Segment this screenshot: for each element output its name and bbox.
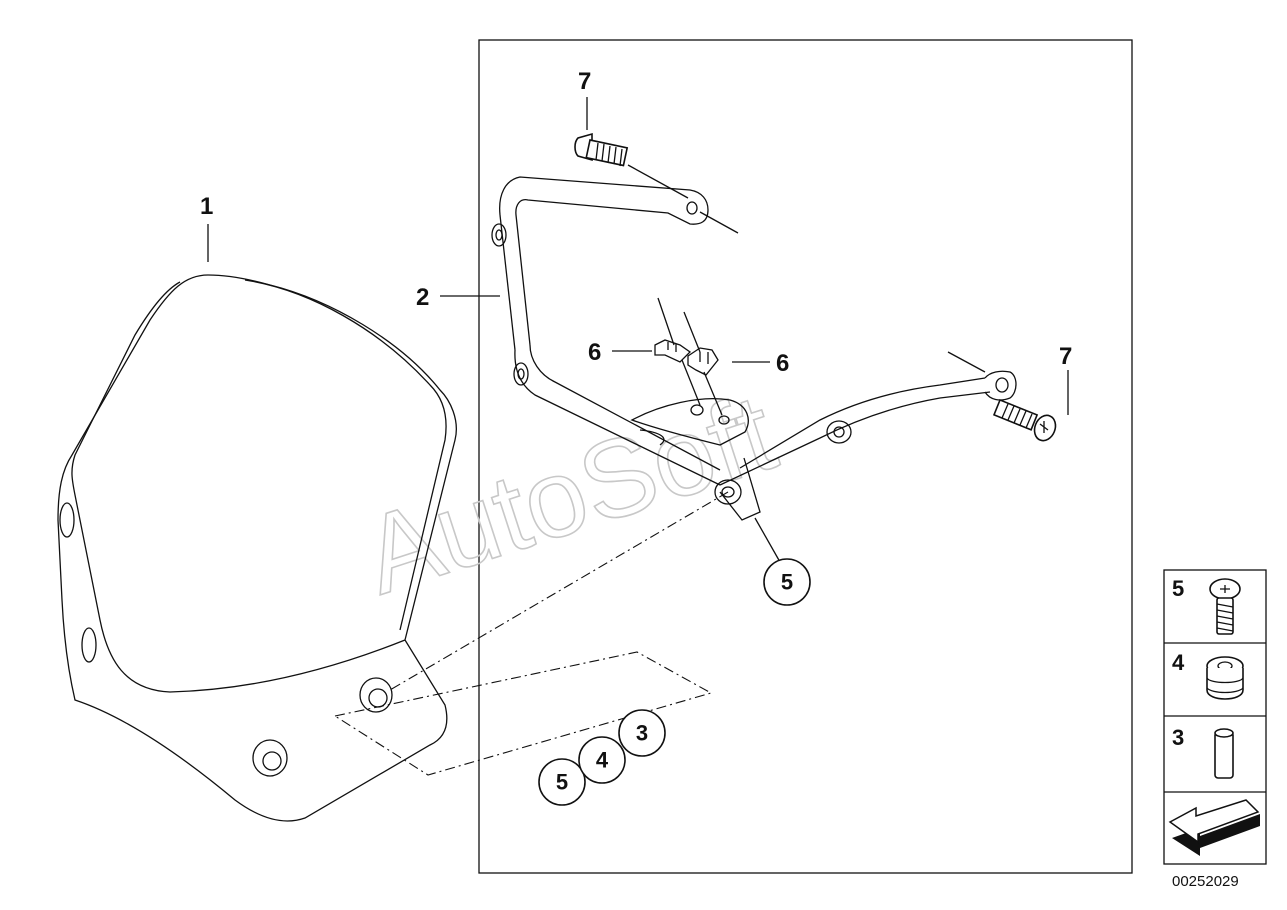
legend-panel: 5 4 3 xyxy=(1163,569,1267,865)
legend-number-4: 4 xyxy=(1172,650,1185,675)
bracket xyxy=(491,176,1017,505)
grommet xyxy=(359,677,393,713)
screen-hole xyxy=(59,502,75,538)
svg-text:5: 5 xyxy=(781,570,793,595)
svg-text:4: 4 xyxy=(596,748,609,773)
legend-number-5: 5 xyxy=(1172,576,1184,601)
callout-7-right: 7 xyxy=(1059,343,1072,370)
bolt xyxy=(574,132,629,167)
sleeve-icon xyxy=(1214,728,1234,779)
arrow-icon xyxy=(1168,799,1260,856)
assembly-frame xyxy=(478,39,1133,874)
callout-circle-5-stack: 5 xyxy=(538,758,586,806)
svg-text:3: 3 xyxy=(636,721,648,746)
callout-circle-5: 5 xyxy=(763,558,811,606)
clip xyxy=(687,347,719,376)
callout-1: 1 xyxy=(200,193,213,220)
callout-7-top: 7 xyxy=(578,68,591,95)
callout-6-left: 6 xyxy=(588,339,601,366)
screen-hole xyxy=(81,627,97,663)
bracket-boss xyxy=(714,479,742,505)
diagram-code: 00252029 xyxy=(1172,873,1239,890)
callout-circle-3: 3 xyxy=(618,709,666,757)
bracket-boss xyxy=(826,420,852,444)
grommet xyxy=(252,739,288,777)
screw-icon xyxy=(1209,578,1241,635)
svg-text:5: 5 xyxy=(556,770,568,795)
clip xyxy=(654,339,692,363)
legend-number-3: 3 xyxy=(1172,725,1184,750)
callout-6-right: 6 xyxy=(776,350,789,377)
grommet-icon xyxy=(1206,656,1244,700)
bolt xyxy=(992,398,1057,442)
callout-2: 2 xyxy=(416,284,429,311)
callout-circle-4: 4 xyxy=(578,736,626,784)
